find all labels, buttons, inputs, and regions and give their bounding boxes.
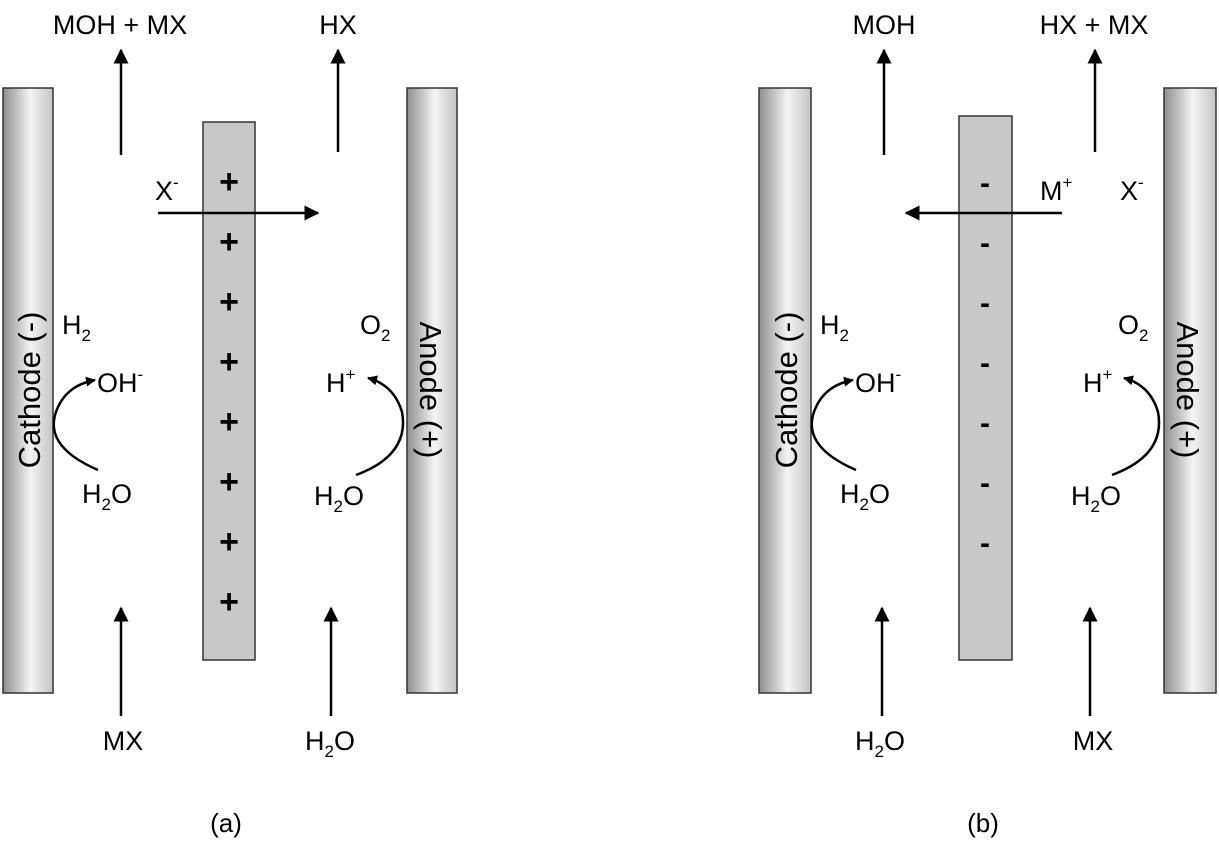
cathode-gas-label: H2 (820, 310, 849, 345)
cathode-reactant-label: H2O (82, 479, 132, 514)
anode-reactant-label: H2O (1071, 481, 1121, 516)
outflow-left-label: MOH + MX (53, 10, 187, 40)
membrane-sign: - (980, 407, 990, 440)
cathode-label: Cathode (-) (769, 312, 804, 469)
anion-exchange-membrane (202, 121, 256, 661)
membrane-sign: + (219, 523, 239, 561)
anode-side-ion-label: X- (1120, 173, 1144, 206)
panel-a: ++++++++ Cathode (-) Anode (+) MOH + MX … (2, 10, 458, 838)
cathode-electrode (2, 87, 54, 694)
cathode-electrode (758, 87, 812, 694)
membrane-sign: + (219, 343, 239, 381)
migrating-ion-label: M+ (1040, 173, 1073, 206)
cathode-product-label: OH- (855, 365, 901, 398)
anode-product-label: H+ (326, 365, 356, 398)
panel-a-caption: (a) (210, 808, 242, 838)
inflow-right-label: H2O (305, 726, 355, 761)
cathode-product-label: OH- (97, 365, 143, 398)
inflow-left-label: H2O (855, 726, 905, 761)
cathode-reactant-label: H2O (840, 479, 890, 514)
anode-label: Anode (+) (1170, 321, 1205, 458)
inflow-left-label: MX (103, 726, 144, 756)
membrane-sign: - (980, 167, 990, 200)
panel-b-caption: (b) (967, 808, 999, 838)
membrane-sign: - (980, 227, 990, 260)
cathode-reaction-arrow (810, 376, 857, 472)
anode-label: Anode (+) (413, 321, 448, 458)
membrane-sign: + (219, 223, 239, 261)
anode-electrode (1163, 87, 1217, 694)
outflow-left-label: MOH (853, 10, 916, 40)
membrane-sign: + (219, 283, 239, 321)
membrane-signs: - - - - - - - (980, 167, 990, 560)
anode-gas-label: O2 (1118, 310, 1148, 345)
anode-electrode (406, 87, 458, 694)
panel-b: - - - - - - - Cathode (-) Anode (+) MOH HX + M… (758, 10, 1217, 838)
cathode-reaction-arrow (52, 376, 99, 472)
outflow-right-label: HX + MX (1040, 10, 1149, 40)
anode-reaction-arrow (355, 375, 405, 477)
membrane-signs: + + + + + + + + (219, 163, 239, 621)
membrane-sign: - (980, 467, 990, 500)
cation-exchange-membrane (958, 115, 1013, 661)
membrane-sign: + (219, 583, 239, 621)
membrane-sign: + (219, 403, 239, 441)
cathode-label: Cathode (-) (12, 312, 47, 469)
migrating-ion-label: X- (155, 173, 179, 206)
membrane-sign: + (219, 463, 239, 501)
outflow-right-label: HX (319, 10, 357, 40)
cathode-gas-label: H2 (62, 310, 91, 345)
anode-reactant-label: H2O (314, 481, 364, 516)
membrane-sign: + (219, 163, 239, 201)
anode-gas-label: O2 (360, 310, 390, 345)
membrane-sign: - (980, 287, 990, 320)
membrane-sign: - (980, 527, 990, 560)
inflow-right-label: MX (1073, 726, 1114, 756)
anode-product-label: H+ (1083, 365, 1113, 398)
membrane-sign: - (980, 347, 990, 380)
anode-reaction-arrow (1111, 375, 1161, 477)
